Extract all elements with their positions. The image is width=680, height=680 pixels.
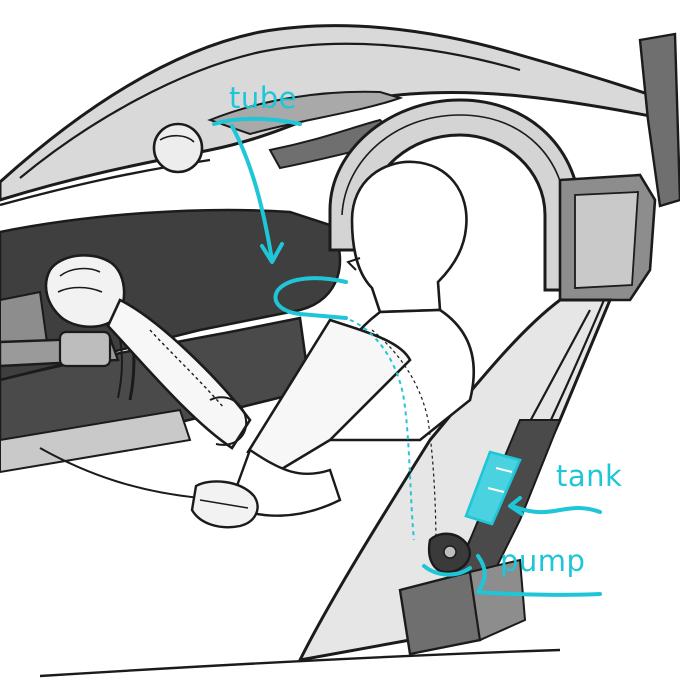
tube-path bbox=[273, 276, 437, 549]
rear-view-mirror bbox=[152, 122, 204, 174]
ground-line bbox=[39, 648, 561, 678]
tube-pointer bbox=[212, 116, 302, 264]
tank-pointer bbox=[508, 496, 602, 516]
tube-label: tube bbox=[229, 81, 298, 115]
tank-label: tank bbox=[556, 459, 623, 493]
seat bbox=[297, 32, 680, 663]
pump-pointer bbox=[476, 554, 602, 597]
driver-figure bbox=[106, 160, 476, 529]
pump-label: pump bbox=[500, 544, 586, 578]
pump bbox=[422, 532, 472, 577]
tank bbox=[464, 450, 522, 526]
